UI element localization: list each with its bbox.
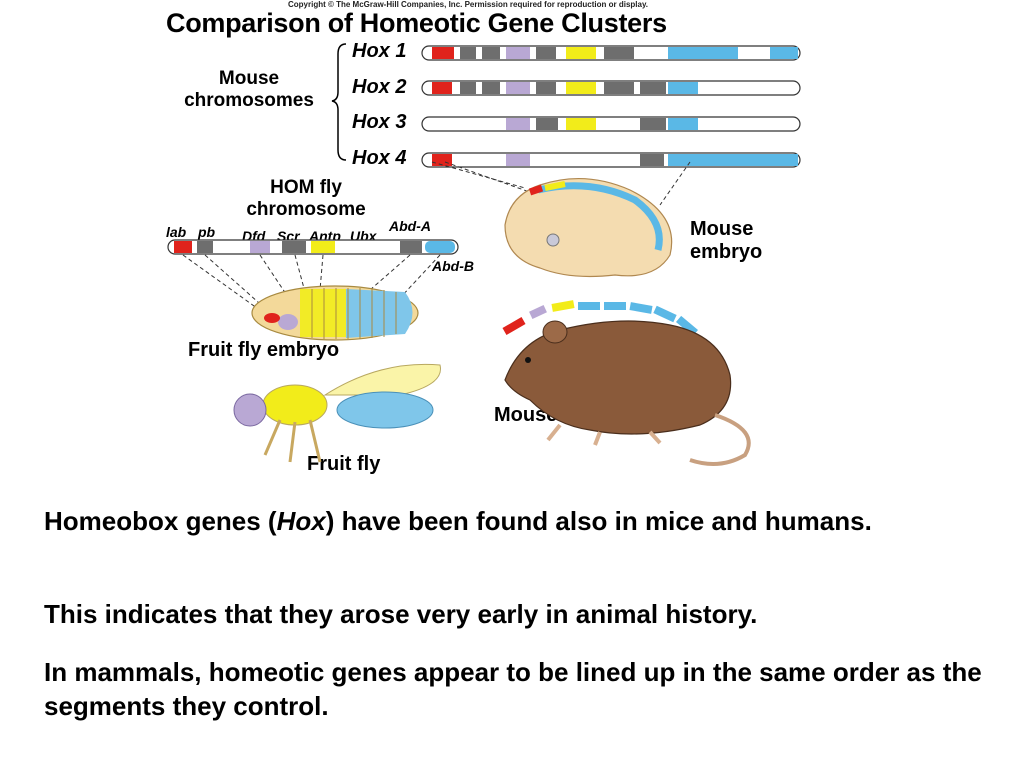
mouse-segment-arcs — [502, 300, 698, 337]
mouse-embryo-drawing — [504, 178, 673, 278]
hom-fly-line-2: chromosome — [246, 199, 366, 220]
gene-segment-gray — [536, 118, 558, 130]
gene-segment-blue — [668, 154, 798, 166]
hox-chromosomes — [421, 45, 801, 168]
chromosome-body — [421, 116, 801, 132]
gene-segment-gray — [536, 82, 556, 94]
gene-segment-purple — [506, 82, 530, 94]
gene-segment-gray — [460, 82, 476, 94]
gene-segment-gray — [482, 82, 500, 94]
gene-segment-yellow — [566, 82, 596, 94]
gene-segment-gray — [536, 47, 556, 59]
p1-after: ) have been found also in mice and human… — [325, 506, 872, 536]
copyright-notice: Copyright © The McGraw-Hill Companies, I… — [288, 0, 649, 9]
hom-fly-chromosome-label: HOM fly chromosome — [228, 177, 384, 221]
hox-1-label: Hox 1 — [352, 40, 407, 62]
fruit-fly-drawing — [233, 363, 441, 463]
gene-segment-gray — [604, 47, 634, 59]
gene-segment-yellow — [566, 118, 596, 130]
mouse-chromosomes-line-2: chromosomes — [184, 90, 314, 111]
gene-segment-blue — [668, 82, 698, 94]
gene-segment-gray — [460, 47, 476, 59]
hox-4-chromosome — [421, 152, 801, 168]
paragraph-segment-order: In mammals, homeotic genes appear to be … — [44, 657, 982, 721]
mouse-drawing — [504, 320, 751, 466]
gene-segment-purple — [506, 154, 530, 166]
gene-segment-red — [432, 154, 452, 166]
gene-segment-red — [432, 82, 452, 94]
mouse-chromosomes-label: Mouse chromosomes — [166, 68, 332, 112]
hox-1-chromosome — [421, 45, 801, 61]
hox-2-chromosome — [421, 80, 801, 96]
gene-segment-purple — [506, 118, 530, 130]
gene-label-abd-b: Abd-B — [432, 258, 474, 274]
paragraph-hox-found: Homeobox genes (Hox) have been found als… — [44, 504, 1004, 538]
fruit-fly-label: Fruit fly — [307, 453, 381, 475]
p1-before: Homeobox genes ( — [44, 506, 277, 536]
fruit-fly-embryo-drawing — [251, 285, 419, 341]
gene-label-abd-a: Abd-A — [389, 218, 431, 234]
gene-segment-gray — [640, 118, 666, 130]
gene-segment-gray — [604, 82, 634, 94]
fruit-fly-embryo-label: Fruit fly embryo — [188, 339, 340, 361]
gene-segment-red — [432, 47, 454, 59]
gene-segment-gray — [640, 82, 666, 94]
gene-label-pb: pb — [198, 224, 216, 240]
hox-3-chromosome — [421, 116, 801, 132]
diagram-title: Comparison of Homeotic Gene Clusters — [166, 8, 667, 38]
mouse-embryo-label: Mouse embryo — [690, 218, 762, 264]
gene-segment-yellow — [566, 47, 596, 59]
mouse-chromosomes-brace — [331, 43, 347, 161]
gene-segment-blue — [770, 47, 798, 59]
gene-label-lab: lab — [166, 224, 187, 240]
gene-segment-gray — [640, 154, 664, 166]
mouse-embryo-line-1: Mouse — [690, 218, 754, 240]
gene-segment-gray — [482, 47, 500, 59]
fly-chromosome — [167, 239, 459, 255]
hox-3-label: Hox 3 — [352, 111, 407, 133]
hox-4-label: Hox 4 — [352, 147, 407, 169]
hom-fly-line-1: HOM fly — [270, 177, 342, 198]
gene-segment-blue — [668, 118, 698, 130]
homeotic-illustration — [167, 43, 801, 466]
gene-segment-blue — [668, 47, 738, 59]
mouse-embryo-line-2: embryo — [690, 241, 763, 263]
hox-2-label: Hox 2 — [352, 76, 407, 98]
mouse-chromosomes-line-1: Mouse — [218, 68, 280, 89]
p1-hox-italic: Hox — [276, 506, 326, 536]
paragraph-early-origin: This indicates that they arose very earl… — [44, 599, 758, 629]
gene-segment-purple — [506, 47, 530, 59]
